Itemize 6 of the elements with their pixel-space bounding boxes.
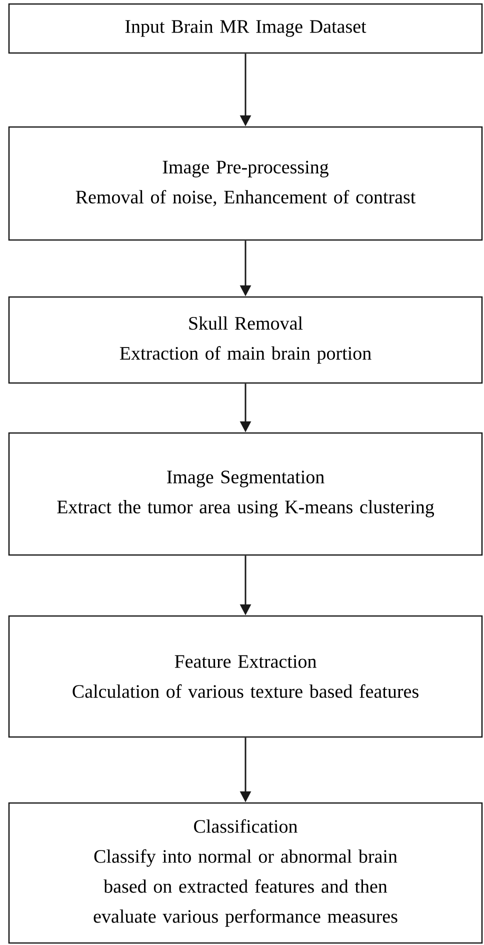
- process-box: Classification Classify into normal or abnormal brain based on extracted features and then evaluate various performance measures: [8, 802, 483, 944]
- process-box: Image Pre-processing Removal of noise, Enhancement of contrast: [8, 126, 483, 241]
- process-box: Image Segmentation Extract the tumor area using K-means clustering: [8, 432, 483, 556]
- process-box: Input Brain MR Image Dataset: [8, 3, 483, 54]
- process-box: Feature Extraction Calculation of various texture based features: [8, 615, 483, 738]
- process-box: Skull Removal Extraction of main brain portion: [8, 296, 483, 384]
